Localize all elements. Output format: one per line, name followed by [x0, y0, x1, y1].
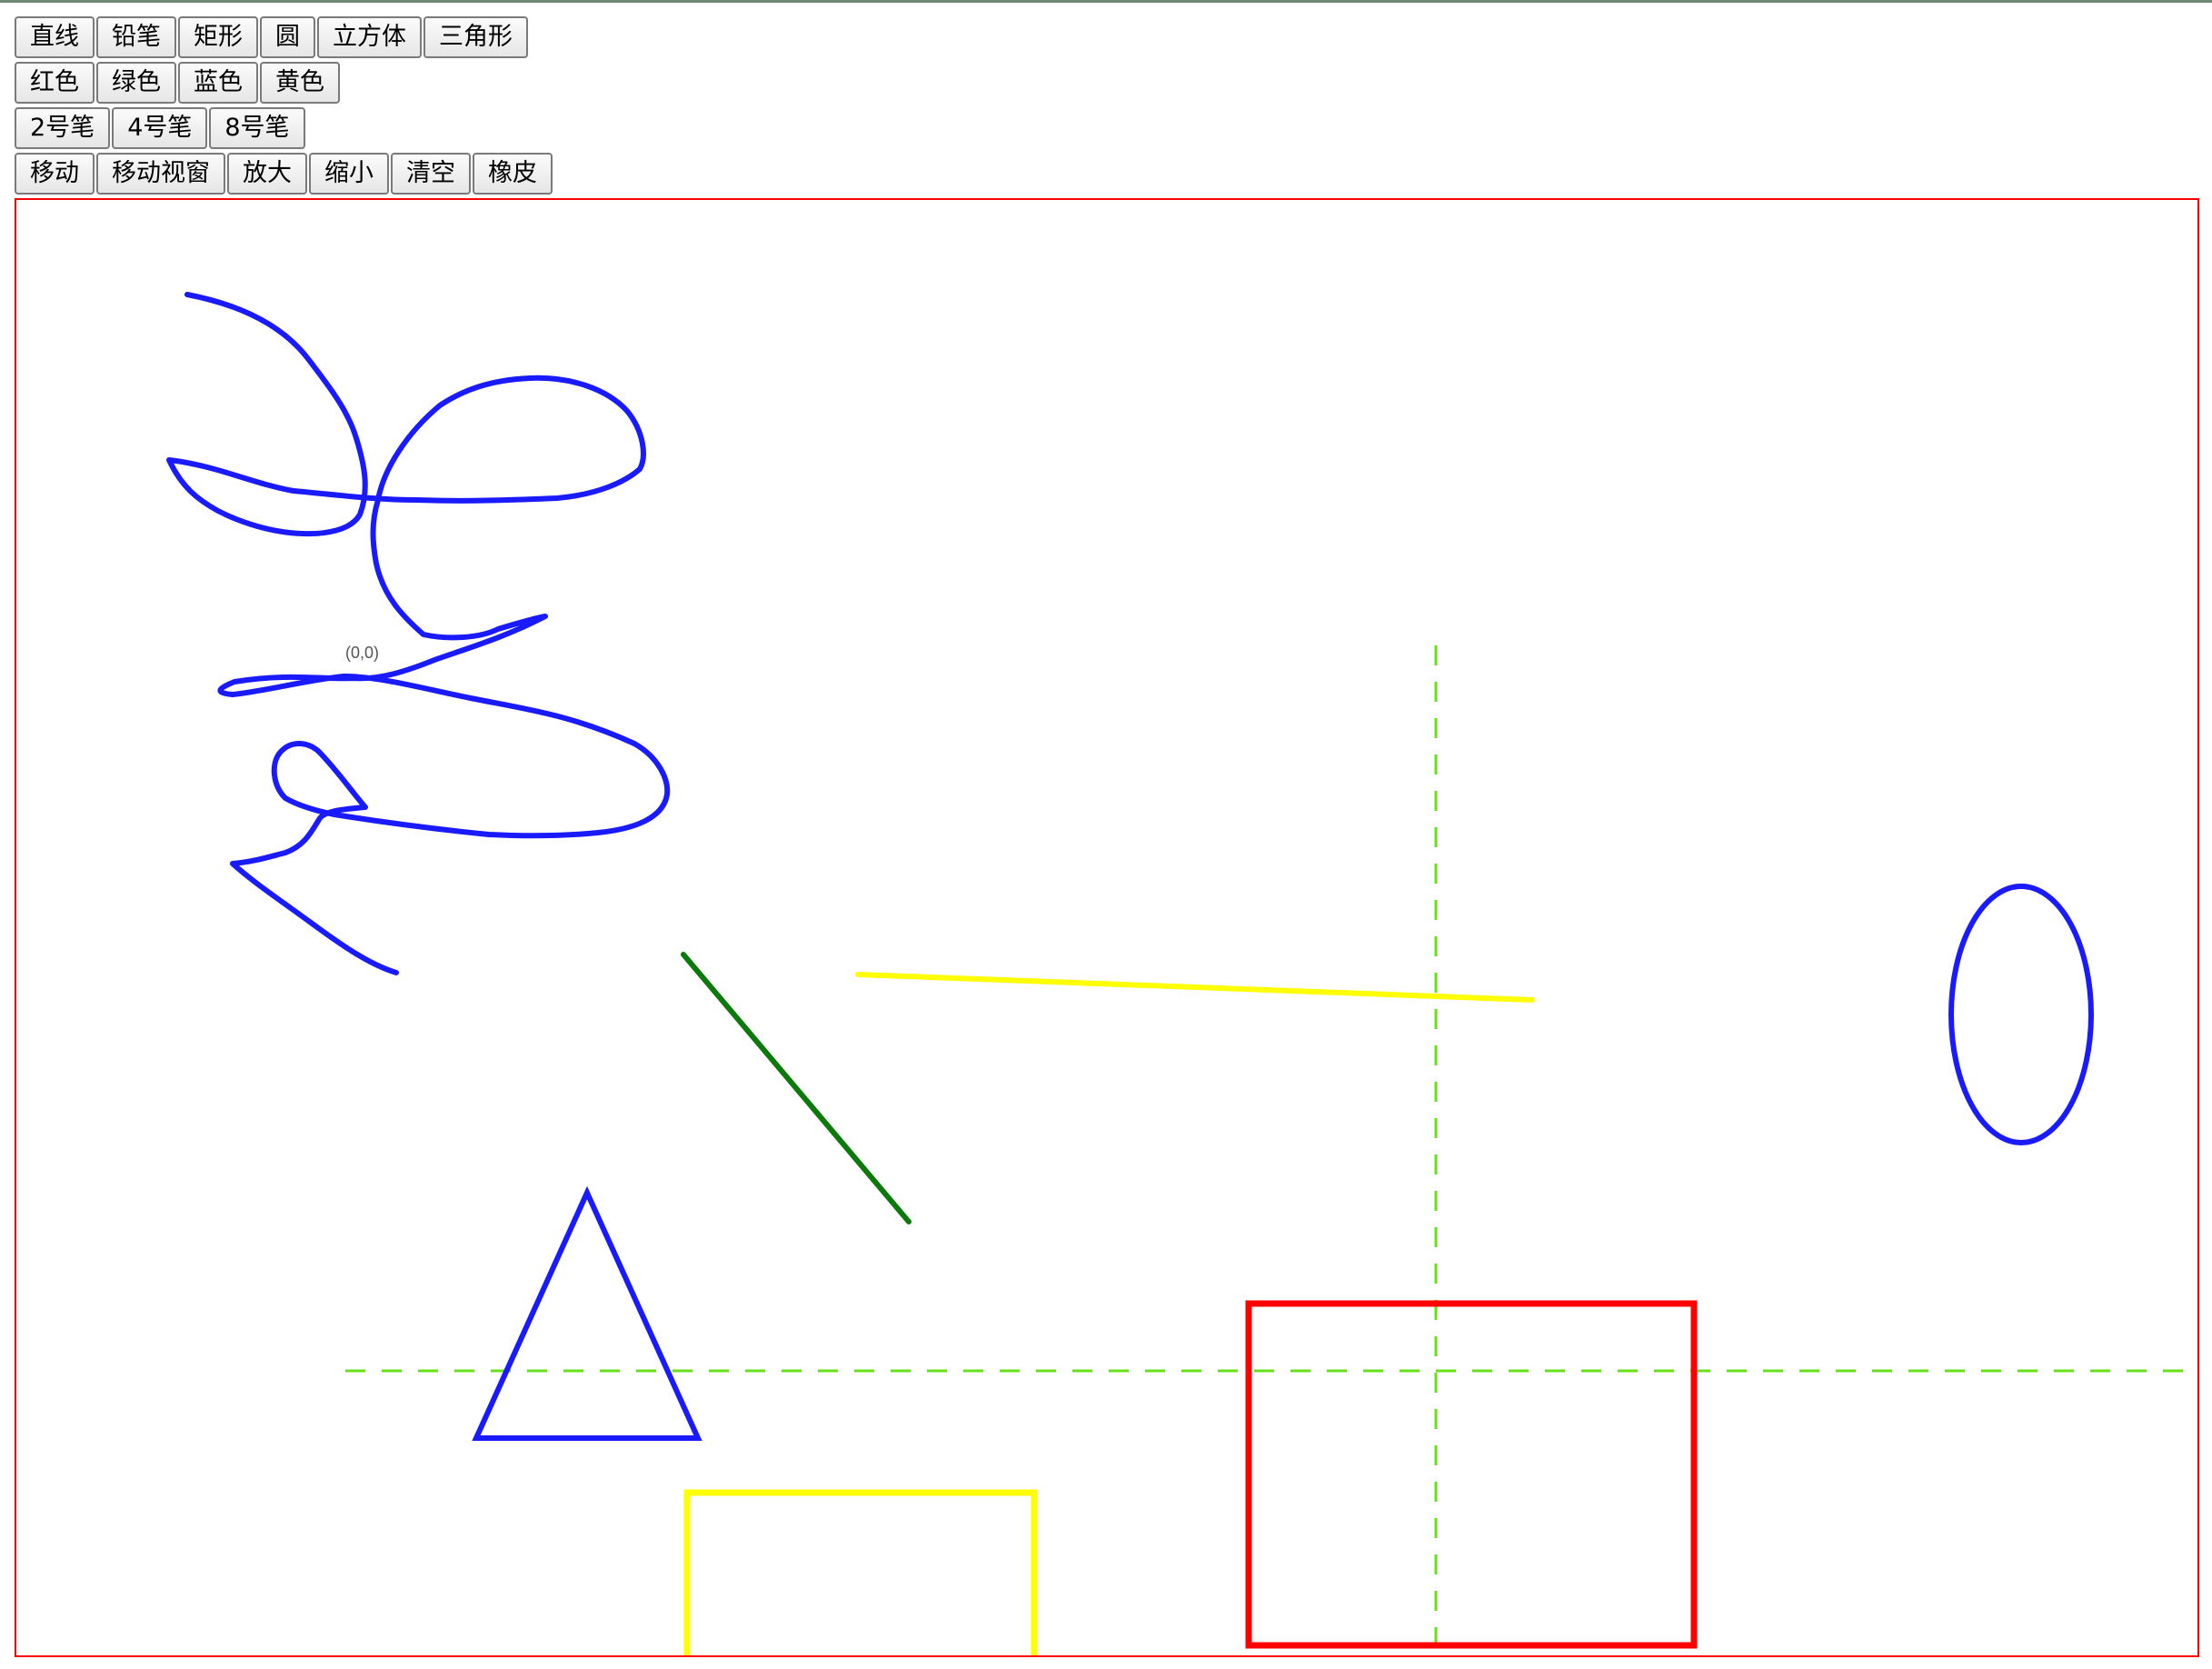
blue-color-button[interactable]: 蓝色 [178, 62, 258, 104]
yellow-line-stroke [855, 972, 1535, 1003]
action-row: 移动 移动视窗 放大 缩小 清空 橡皮 [15, 153, 553, 196]
cube-tool-button[interactable]: 立方体 [317, 16, 422, 58]
canvas-drawing-layer [166, 292, 2197, 1655]
freehand-scribble-stroke [166, 292, 671, 975]
yellow-color-button[interactable]: 黄色 [260, 62, 340, 104]
pencil-tool-button[interactable]: 铅笔 [96, 16, 176, 58]
rectangle-tool-button[interactable]: 矩形 [178, 16, 258, 58]
move-viewport-button[interactable]: 移动视窗 [96, 153, 225, 195]
pen-size-4-button[interactable]: 4号笔 [112, 107, 208, 149]
window-top-border [0, 0, 2212, 3]
blue-triangle-shape [472, 1185, 702, 1441]
green-color-button[interactable]: 绿色 [96, 62, 176, 104]
yellow-rectangle-shape [683, 1489, 1038, 1655]
blue-ellipse-shape [1948, 884, 2094, 1145]
red-rectangle-shape [1245, 1300, 1698, 1649]
triangle-tool-button[interactable]: 三角形 [423, 16, 528, 58]
red-color-button[interactable]: 红色 [15, 62, 95, 104]
circle-tool-button[interactable]: 圆 [260, 16, 315, 58]
pen-size-row: 2号笔 4号笔 8号笔 [15, 107, 305, 151]
green-line-stroke [681, 952, 912, 1224]
pen-size-2-button[interactable]: 2号笔 [15, 107, 111, 149]
clear-button[interactable]: 清空 [391, 153, 471, 195]
eraser-button[interactable]: 橡皮 [473, 153, 553, 195]
pen-size-8-button[interactable]: 8号笔 [209, 107, 305, 149]
move-button[interactable]: 移动 [15, 153, 95, 195]
zoom-out-button[interactable]: 缩小 [309, 153, 389, 195]
line-tool-button[interactable]: 直线 [15, 16, 95, 58]
origin-coordinate-label: (0,0) [345, 644, 380, 662]
drawing-canvas[interactable]: (0,0) [15, 198, 2199, 1657]
zoom-in-button[interactable]: 放大 [227, 153, 307, 195]
color-row: 红色 绿色 蓝色 黄色 [15, 62, 340, 105]
shape-tool-row: 直线 铅笔 矩形 圆 立方体 三角形 [15, 16, 528, 60]
